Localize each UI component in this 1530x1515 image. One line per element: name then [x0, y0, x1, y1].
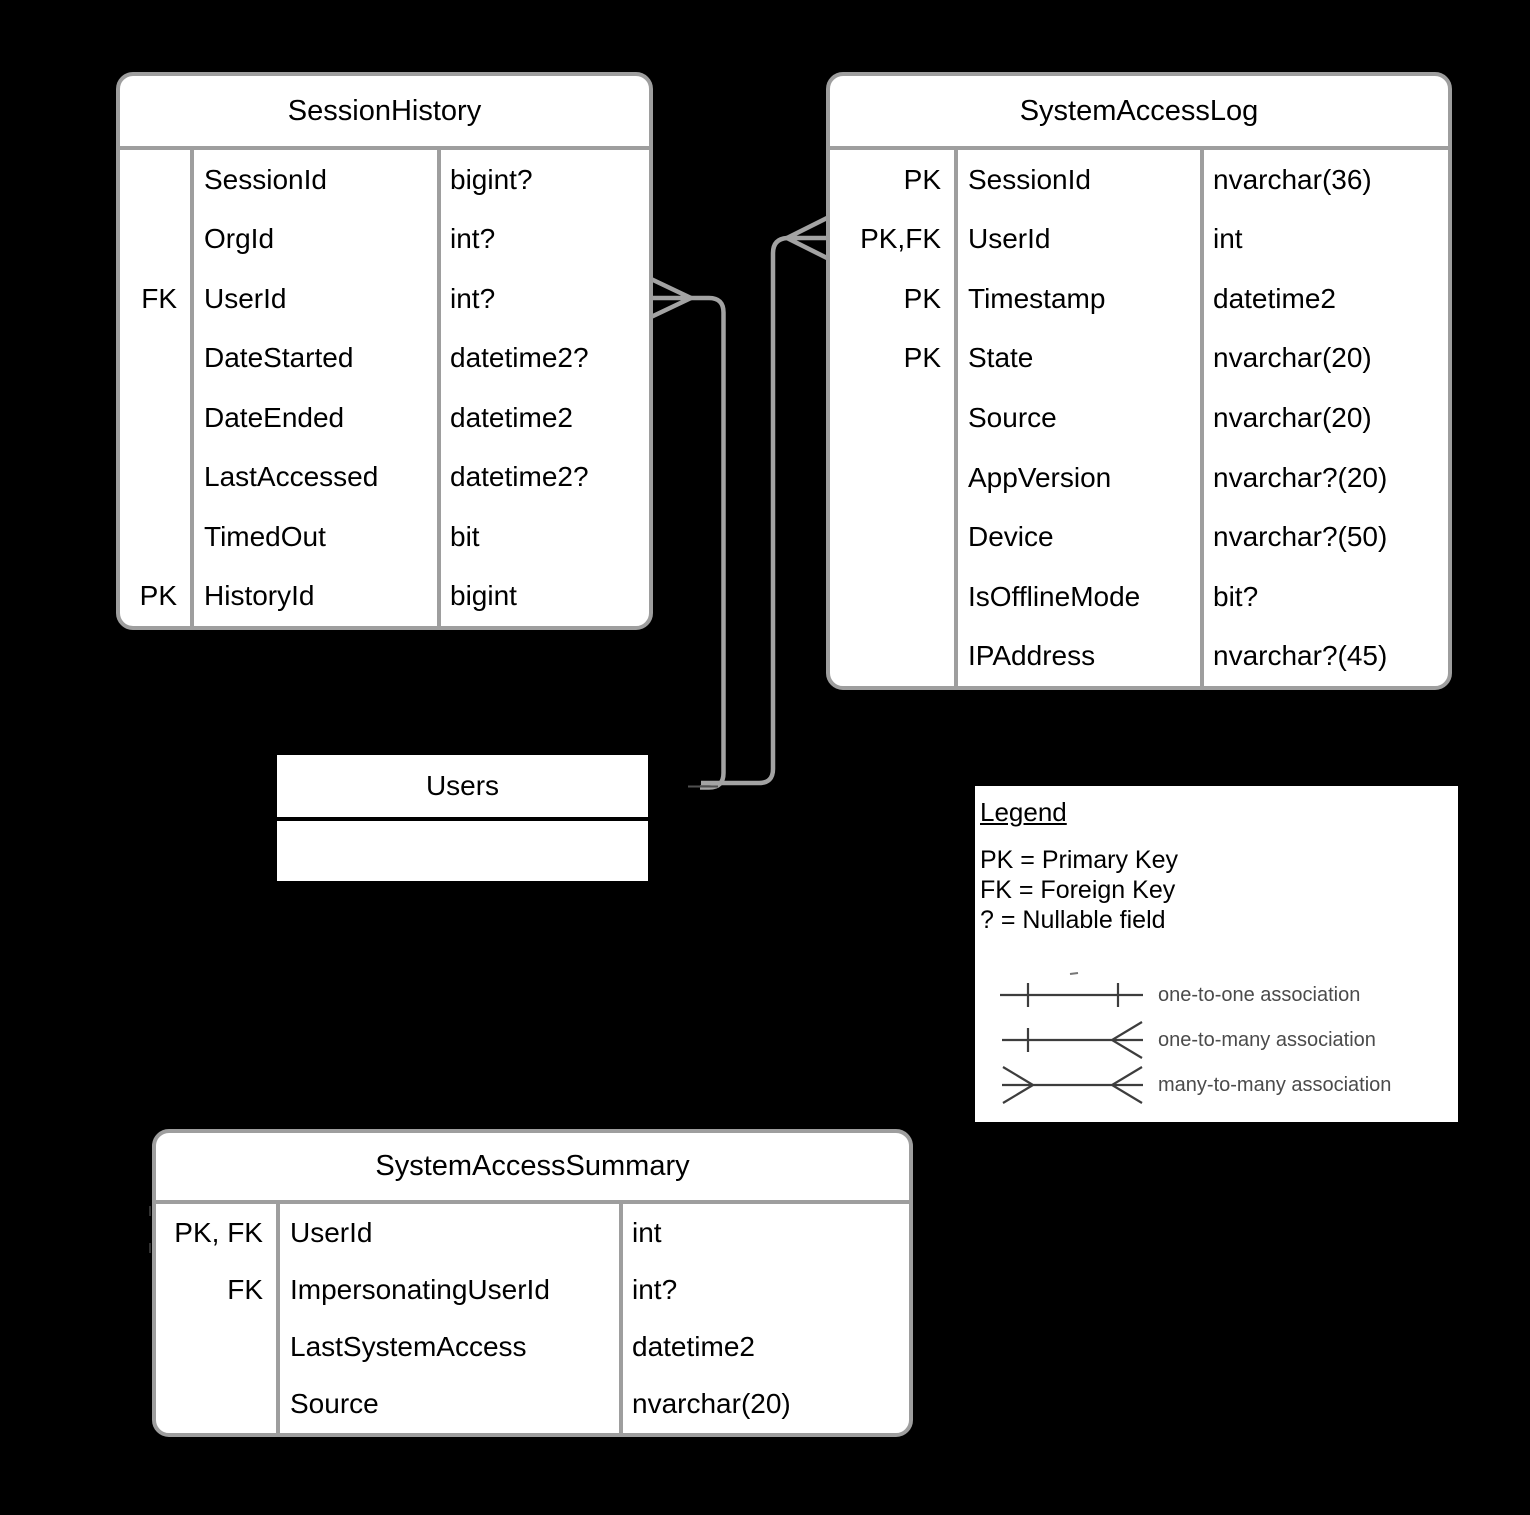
key-cell: [830, 626, 958, 686]
relationship-users-sessionhistory: [650, 276, 726, 790]
table-systemaccesslog: SystemAccessLog PK SessionId nvarchar(36…: [826, 72, 1452, 690]
column-type-cell: datetime2?: [450, 342, 589, 374]
key-cell: [830, 447, 958, 508]
column-name-cell: SessionId: [958, 150, 1204, 210]
legend-key-pk: PK = Primary Key: [980, 846, 1178, 874]
column-type-cell: int?: [632, 1273, 678, 1305]
column-name-cell: DateStarted: [194, 328, 441, 388]
key-cell: [120, 388, 194, 448]
key-cell: FK: [120, 269, 194, 329]
legend-title: Legend: [980, 797, 1067, 827]
key-cell: PK, FK: [156, 1204, 280, 1262]
column-name-cell: Timestamp: [958, 269, 1204, 329]
column-name-cell: IPAddress: [958, 626, 1204, 686]
table-title: SessionHistory: [120, 76, 649, 150]
column-type-cell: datetime2: [1213, 282, 1336, 314]
key-cell: PK: [830, 269, 958, 329]
table-body: PK, FK UserId int FK ImpersonatingUserId…: [156, 1204, 909, 1433]
key-cell: [120, 209, 194, 269]
legend-label-one-to-one: one-to-one association: [1158, 984, 1361, 1006]
key-cell: FK: [156, 1261, 280, 1319]
key-cell: [830, 388, 958, 448]
table-title: SystemAccessLog: [830, 76, 1448, 150]
column-type-cell: nvarchar(36): [1213, 163, 1372, 195]
column-name-cell: LastSystemAccess: [280, 1318, 623, 1376]
table-title: SystemAccessSummary: [156, 1133, 909, 1204]
connector-path: [691, 295, 726, 790]
column-type-cell: nvarchar?(20): [1213, 461, 1388, 493]
column-name-cell: DateEnded: [194, 388, 441, 448]
many-to-many-symbol-icon: [1002, 1066, 1143, 1104]
column-type-cell: datetime2: [450, 401, 573, 433]
crow-foot-systemaccesslog-icon: [785, 215, 829, 261]
key-cell: PK: [830, 150, 958, 210]
column-name-cell: IsOfflineMode: [958, 566, 1204, 627]
key-cell: [830, 507, 958, 567]
table-users: Users: [277, 755, 648, 881]
one-to-one-symbol-icon: [1000, 972, 1143, 1007]
legend-key-nullable: ? = Nullable field: [980, 906, 1166, 934]
column-type-cell: bit?: [1213, 580, 1259, 612]
column-name-cell: AppVersion: [958, 447, 1204, 508]
column-type-cell: bigint: [450, 580, 517, 612]
legend-panel: Legend PK = Primary Key FK = Foreign Key…: [975, 786, 1458, 1122]
table-title: Users: [277, 755, 648, 821]
key-cell: [120, 328, 194, 388]
column-name-cell: UserId: [280, 1204, 623, 1262]
column-name-cell: Source: [280, 1375, 623, 1433]
column-type-cell: datetime2?: [450, 461, 589, 493]
key-cell: [156, 1318, 280, 1376]
column-type-cell: int: [632, 1216, 662, 1248]
column-type-cell: nvarchar?(45): [1213, 640, 1388, 672]
column-name-cell: UserId: [194, 269, 441, 329]
key-cell: PK,FK: [830, 209, 958, 270]
column-name-cell: SessionId: [194, 150, 441, 210]
key-cell: PK: [120, 566, 194, 626]
column-name-cell: OrgId: [194, 209, 441, 269]
one-to-many-symbol-icon: [1002, 1021, 1143, 1059]
column-type-cell: int: [1213, 223, 1243, 255]
column-type-cell: nvarchar?(50): [1213, 521, 1388, 553]
legend-symbols: [1000, 972, 1143, 1104]
key-cell: [156, 1375, 280, 1433]
column-type-cell: int?: [450, 223, 496, 255]
column-name-cell: HistoryId: [194, 566, 441, 626]
table-body: PK SessionId nvarchar(36) PK,FK UserId i…: [830, 150, 1448, 686]
key-cell: [120, 150, 194, 210]
key-cell: [120, 447, 194, 507]
table-body: [277, 821, 648, 881]
column-name-cell: Device: [958, 507, 1204, 567]
column-type-cell: nvarchar(20): [632, 1388, 791, 1420]
key-cell: [120, 507, 194, 567]
column-name-cell: UserId: [958, 209, 1204, 270]
table-systemaccesssummary: SystemAccessSummary PK, FK UserId int FK…: [152, 1129, 913, 1437]
column-type-cell: bit: [450, 520, 480, 552]
key-cell: PK: [830, 328, 958, 389]
legend-label-many-to-many: many-to-many association: [1158, 1074, 1392, 1096]
column-type-cell: nvarchar(20): [1213, 342, 1372, 374]
column-name-cell: LastAccessed: [194, 447, 441, 507]
column-type-cell: nvarchar(20): [1213, 401, 1372, 433]
column-type-cell: bigint?: [450, 163, 533, 195]
column-type-cell: datetime2: [632, 1331, 755, 1363]
crow-foot-sessionhistory-icon: [650, 276, 692, 320]
column-type-cell: int?: [450, 282, 496, 314]
relationship-users-systemaccesslog: [701, 215, 829, 786]
connector-path: [701, 235, 788, 786]
column-name-cell: State: [958, 328, 1204, 389]
legend-label-one-to-many: one-to-many association: [1158, 1029, 1376, 1051]
column-name-cell: TimedOut: [194, 507, 441, 567]
table-body: SessionId bigint? OrgId int? FK UserId i…: [120, 150, 649, 626]
key-cell: [830, 566, 958, 627]
column-name-cell: ImpersonatingUserId: [280, 1261, 623, 1319]
column-name-cell: Source: [958, 388, 1204, 448]
table-sessionhistory: SessionHistory SessionId bigint? OrgId i…: [116, 72, 653, 630]
legend-key-fk: FK = Foreign Key: [980, 876, 1176, 904]
